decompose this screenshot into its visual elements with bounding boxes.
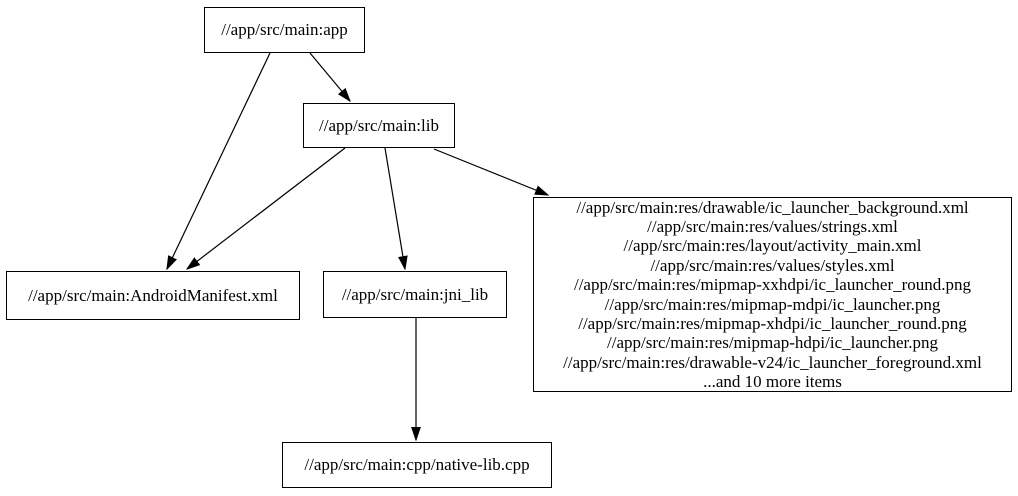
- resource-item: //app/src/main:res/values/styles.xml: [650, 255, 895, 275]
- node-android-manifest-label: //app/src/main:AndroidManifest.xml: [28, 285, 278, 305]
- resource-item: //app/src/main:res/drawable/ic_launcher_…: [576, 197, 969, 217]
- resource-item: //app/src/main:res/values/strings.xml: [647, 216, 898, 236]
- resource-item: //app/src/main:res/mipmap-hdpi/ic_launch…: [607, 333, 938, 353]
- resource-item: //app/src/main:res/layout/activity_main.…: [623, 236, 922, 256]
- edge-app-to-manifest: [167, 52, 271, 269]
- resource-item: //app/src/main:res/drawable-v24/ic_launc…: [563, 352, 982, 372]
- node-jni-lib: //app/src/main:jni_lib: [323, 271, 507, 318]
- node-app-label: //app/src/main:app: [221, 20, 348, 40]
- resource-item: //app/src/main:res/mipmap-xhdpi/ic_launc…: [578, 313, 967, 333]
- edge-lib-to-resources: [433, 148, 548, 195]
- edge-lib-to-manifest: [187, 147, 346, 269]
- node-native-lib-cpp: //app/src/main:cpp/native-lib.cpp: [282, 442, 552, 488]
- node-android-manifest: //app/src/main:AndroidManifest.xml: [6, 271, 300, 320]
- edge-lib-to-jni-lib: [384, 147, 405, 269]
- node-jni-lib-label: //app/src/main:jni_lib: [341, 284, 489, 304]
- node-app: //app/src/main:app: [204, 7, 365, 53]
- node-lib: //app/src/main:lib: [303, 103, 455, 148]
- node-lib-label: //app/src/main:lib: [319, 115, 439, 135]
- edge-app-to-lib: [309, 52, 350, 101]
- resource-item: //app/src/main:res/mipmap-xxhdpi/ic_laun…: [573, 275, 972, 295]
- resource-item: //app/src/main:res/mipmap-mdpi/ic_launch…: [604, 294, 941, 314]
- node-native-lib-cpp-label: //app/src/main:cpp/native-lib.cpp: [304, 455, 530, 475]
- node-resources-list: //app/src/main:res/drawable/ic_launcher_…: [533, 197, 1012, 392]
- resource-item-more: ...and 10 more items: [703, 372, 842, 392]
